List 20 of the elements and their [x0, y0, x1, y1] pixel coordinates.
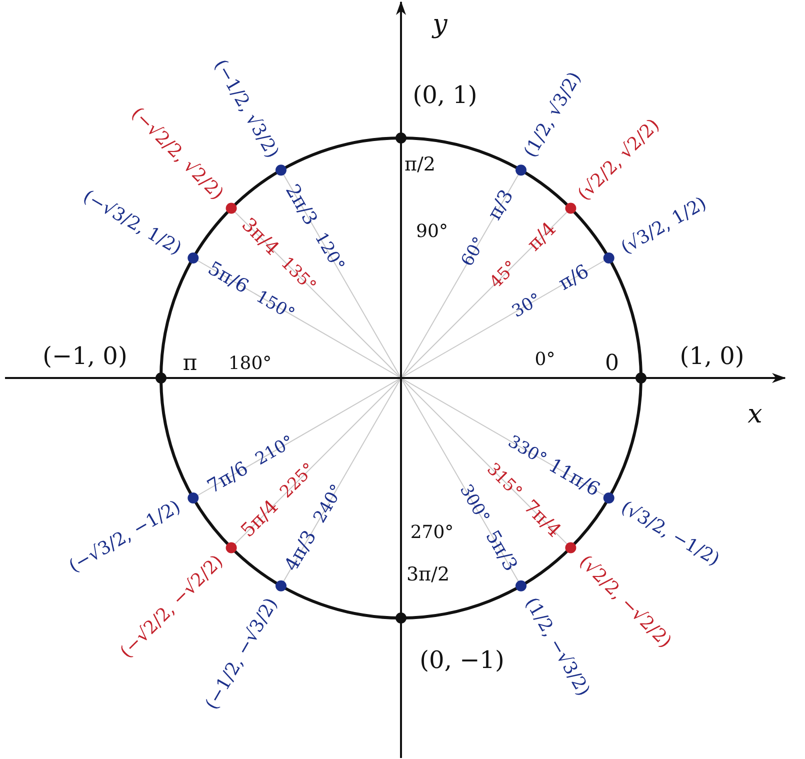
coordinate-label: (1, 0)	[680, 342, 744, 370]
angle-label: 180°	[228, 354, 272, 374]
angle-label: π	[182, 352, 198, 376]
angle-label: 0	[605, 352, 619, 376]
coordinate-label: (0, −1)	[420, 646, 504, 674]
angle-label: 3π/2	[406, 564, 450, 586]
angle-label: π/2	[404, 154, 436, 176]
angle-label: π/3	[484, 186, 518, 224]
angle-label: 5π/6	[204, 258, 252, 298]
angle-label: 90°	[416, 222, 448, 242]
angle-label: π/6	[556, 261, 593, 295]
axis-label: y	[432, 10, 448, 40]
angle-label: 330°	[504, 432, 549, 469]
angle-label: 7π/6	[204, 458, 252, 498]
coordinate-label: (−1, 0)	[42, 342, 128, 370]
angle-label: 270°	[410, 523, 454, 543]
angle-label: 0°	[534, 350, 556, 370]
angle-label: π/4	[524, 218, 561, 255]
coordinate-label: (0, 1)	[412, 82, 478, 108]
axis-label: x	[748, 400, 762, 430]
